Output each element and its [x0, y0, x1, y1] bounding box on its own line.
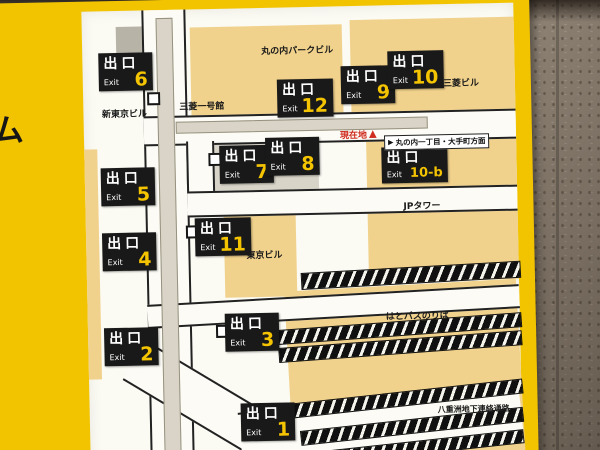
exit-number: 4 — [138, 248, 152, 271]
area-label-yaesu-passage: 八重洲地下連絡通路 — [437, 403, 510, 415]
exit-map-sign: ム — [0, 0, 539, 450]
exit-en: Exit — [200, 243, 216, 253]
area-label-hato-bus: はとバスのりば — [385, 311, 449, 323]
direction-arrow-icon: ▶ — [388, 138, 394, 147]
exit-number: 3 — [260, 328, 275, 352]
exit-en: Exit — [346, 91, 362, 101]
exit-en: Exit — [106, 193, 122, 203]
sign-side-text: ム — [0, 110, 25, 150]
exit-en: Exit — [386, 170, 403, 180]
exit-number: 12 — [301, 94, 329, 118]
exit-en: Exit — [246, 428, 262, 438]
exit-en: Exit — [282, 104, 298, 114]
building-label-mitsubishi-bldg: 三菱ビル — [442, 78, 480, 90]
current-location-marker: 現在地 ▲ — [339, 128, 377, 142]
exit-number: 2 — [140, 343, 154, 366]
exit-number: 10-b — [409, 165, 443, 181]
exit-number: 8 — [301, 152, 315, 176]
exit-en: Exit — [107, 258, 123, 268]
exit-kanji: 出口 — [386, 149, 423, 167]
building-label-marunouchi-park: 丸の内パークビル — [261, 45, 334, 57]
exit-number: 5 — [136, 183, 151, 206]
building-label-mitsubishi-ichigokan: 三菱一号館 — [179, 101, 225, 113]
stairs-marker — [147, 92, 161, 106]
exit-en: Exit — [230, 338, 246, 349]
exit-number: 6 — [134, 68, 148, 91]
direction-label: 丸の内一丁目・大手町方面 — [395, 136, 486, 148]
direction-label-box: ▶ 丸の内一丁目・大手町方面 — [383, 133, 490, 151]
exit-en: Exit — [103, 78, 120, 88]
exit-number: 10 — [411, 66, 439, 89]
wall-groove — [556, 0, 559, 450]
exit-en: Exit — [392, 76, 409, 86]
building-label-tokyo-bldg: 東京ビル — [246, 250, 283, 262]
exit-en: Exit — [224, 170, 241, 181]
exit-marker-10-b: 出口 Exit 10-b — [381, 146, 448, 184]
current-location-triangle-icon: ▲ — [368, 128, 377, 140]
building-label-jp-tower: JPタワー — [403, 201, 441, 213]
exit-en: Exit — [109, 353, 125, 363]
road-connector-vertical — [186, 140, 216, 192]
building-label-shin-tokyo: 新東京ビル — [101, 109, 148, 121]
exit-number: 1 — [276, 418, 291, 441]
exit-en: Exit — [270, 162, 286, 173]
building-block-left-strip — [84, 149, 103, 380]
current-location-label: 現在地 — [339, 130, 368, 142]
